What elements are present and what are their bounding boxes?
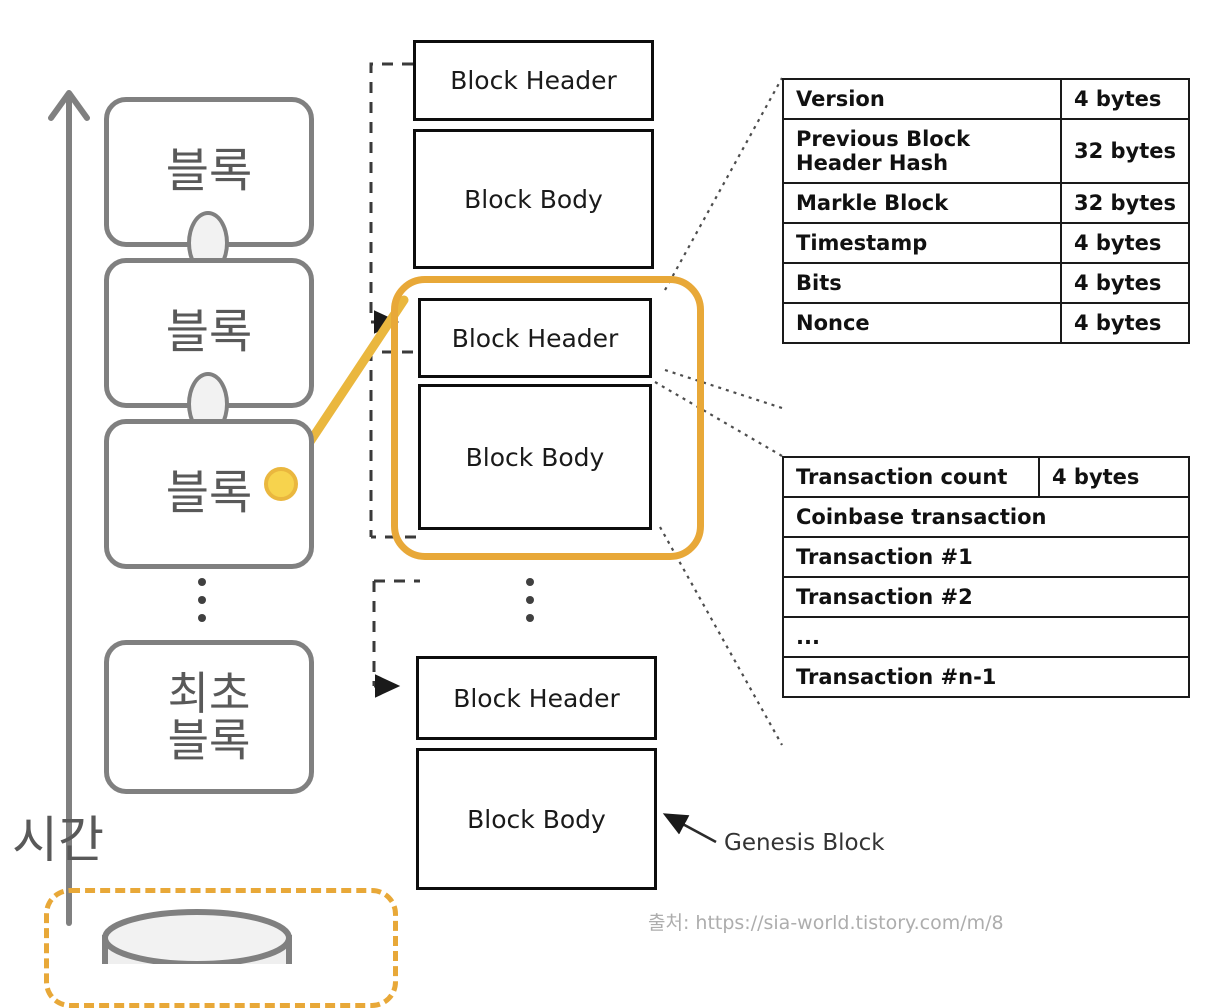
block-header-fields-table: Version 4 bytes Previous Block Header Ha…: [782, 78, 1191, 344]
tx-entry: Coinbase transaction: [782, 496, 1190, 538]
chain-block-1-label: 블록: [165, 144, 253, 200]
field-name-line1: Previous Block: [796, 127, 971, 151]
block-header-1[interactable]: Block Header: [413, 40, 654, 121]
table-row[interactable]: Bits 4 bytes: [782, 262, 1191, 304]
tx-count-size: 4 bytes: [1038, 456, 1190, 498]
time-axis-arrow: [48, 90, 90, 926]
field-name: Bits: [782, 262, 1062, 304]
table-row[interactable]: Transaction #1: [782, 536, 1190, 578]
block-header-2-label: Block Header: [451, 323, 619, 353]
field-size: 32 bytes: [1059, 118, 1191, 184]
table-row[interactable]: Transaction #n-1: [782, 656, 1190, 698]
field-size: 4 bytes: [1059, 262, 1191, 304]
tx-count-label: Transaction count: [782, 456, 1040, 498]
chain-block-2-label: 블록: [165, 305, 253, 361]
block-header-2[interactable]: Block Header: [418, 298, 652, 378]
tx-entry: Transaction #1: [782, 536, 1190, 578]
middle-ellipsis: [525, 578, 535, 622]
genesis-arrow: [662, 813, 717, 844]
diagram-canvas: 블록 블록 블록 최초 블록 시간 Block Header Block Bod…: [12, 40, 1191, 1008]
table-row[interactable]: Timestamp 4 bytes: [782, 222, 1191, 264]
table-row[interactable]: Transaction count 4 bytes: [782, 456, 1190, 498]
genesis-label-line2: 블록: [167, 714, 251, 767]
block-body-1[interactable]: Block Body: [413, 129, 654, 269]
table-row[interactable]: ...: [782, 616, 1190, 658]
field-size: 4 bytes: [1059, 78, 1191, 120]
chain-block-3-label: 블록: [165, 466, 253, 522]
table-row[interactable]: Markle Block 32 bytes: [782, 182, 1191, 224]
block-body-1-label: Block Body: [464, 184, 603, 214]
table-row[interactable]: Previous Block Header Hash 32 bytes: [782, 118, 1191, 184]
field-size: 32 bytes: [1059, 182, 1191, 224]
tx-entry: ...: [782, 616, 1190, 658]
database-highlight-frame: [44, 888, 398, 1008]
table-row[interactable]: Version 4 bytes: [782, 78, 1191, 120]
time-axis-label: 시간: [12, 811, 104, 869]
field-size: 4 bytes: [1059, 222, 1191, 264]
highlight-outline: [391, 276, 704, 560]
highlight-anchor-dot[interactable]: [264, 467, 298, 501]
tx-entry: Transaction #n-1: [782, 656, 1190, 698]
block-body-transactions-table: Transaction count 4 bytes Coinbase trans…: [782, 456, 1190, 698]
field-name: Nonce: [782, 302, 1062, 344]
tx-entry: Transaction #2: [782, 576, 1190, 618]
field-name: Version: [782, 78, 1062, 120]
chain-genesis-block[interactable]: 최초 블록: [104, 640, 314, 794]
source-attribution: 출처: https://sia-world.tistory.com/m/8: [648, 912, 1004, 934]
field-name: Markle Block: [782, 182, 1062, 224]
table-row[interactable]: Coinbase transaction: [782, 496, 1190, 538]
genesis-label-line1: 최초: [167, 666, 251, 720]
block-body-3-label: Block Body: [467, 804, 606, 834]
block-body-2-label: Block Body: [465, 442, 605, 472]
block-body-3[interactable]: Block Body: [416, 748, 657, 890]
field-size: 4 bytes: [1059, 302, 1191, 344]
field-name: Previous Block Header Hash: [782, 118, 1062, 184]
table-row[interactable]: Nonce 4 bytes: [782, 302, 1191, 344]
table-row[interactable]: Transaction #2: [782, 576, 1190, 618]
dashed-connector-3: [371, 535, 420, 686]
block-header-3[interactable]: Block Header: [416, 656, 657, 740]
block-header-3-label: Block Header: [453, 683, 620, 713]
field-name-line2: Header Hash: [796, 151, 949, 175]
block-header-1-label: Block Header: [450, 66, 617, 95]
chain-ellipsis: [197, 578, 207, 622]
genesis-block-annotation: Genesis Block: [724, 830, 885, 856]
field-name: Timestamp: [782, 222, 1062, 264]
block-body-2[interactable]: Block Body: [418, 384, 652, 530]
